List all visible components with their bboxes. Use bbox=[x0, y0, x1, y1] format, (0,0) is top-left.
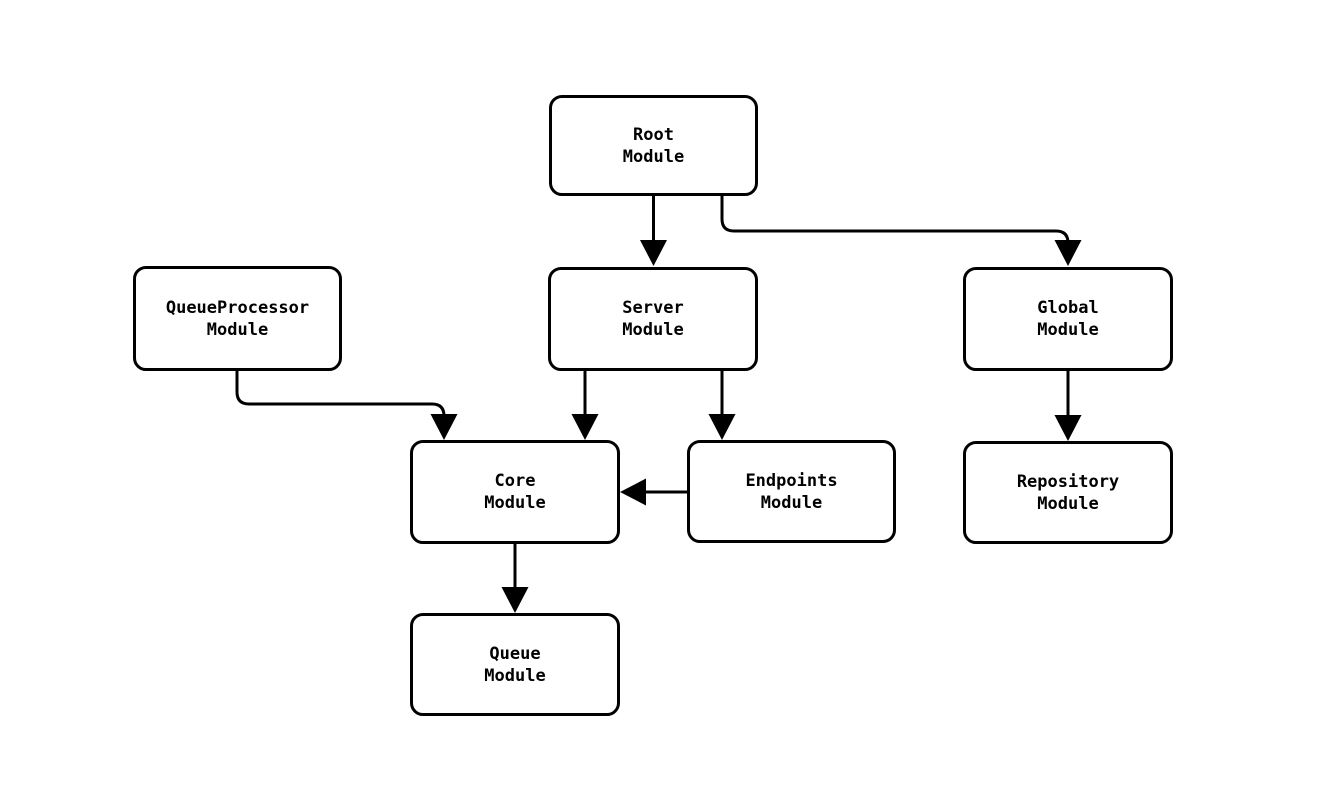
edge-server-to-core bbox=[571, 371, 599, 440]
node-root-module[interactable]: Root Module bbox=[549, 95, 758, 196]
node-core-module-line1: Core bbox=[494, 471, 536, 491]
node-server-module-line2: Module bbox=[622, 320, 684, 340]
edge-root-to-server bbox=[640, 196, 667, 266]
node-root-module-line2: Module bbox=[622, 146, 685, 167]
edge-core-to-queue bbox=[501, 544, 529, 613]
node-global-module[interactable]: Global Module bbox=[963, 267, 1173, 371]
node-endpoints-module[interactable]: Endpoints Module bbox=[687, 440, 896, 543]
edge-queueprocessor-to-core bbox=[235, 371, 458, 440]
node-queue-module-line2: Module bbox=[484, 665, 546, 686]
node-core-module[interactable]: Core Module bbox=[410, 440, 620, 544]
edge-global-to-repository bbox=[1054, 371, 1082, 441]
node-queue-module[interactable]: Queue Module bbox=[410, 613, 620, 716]
node-queueprocessor-module[interactable]: QueueProcessor Module bbox=[133, 266, 342, 371]
node-repository-module-line1: Repository bbox=[1016, 471, 1120, 492]
edge-endpoints-to-core bbox=[620, 478, 687, 506]
node-repository-module-line2: Module bbox=[1037, 493, 1099, 514]
node-endpoints-module-line2: Module bbox=[760, 492, 823, 513]
node-server-module[interactable]: Server Module bbox=[548, 267, 758, 371]
node-queue-module-line1: Queue bbox=[489, 643, 541, 664]
node-global-module-line1: Global bbox=[1037, 298, 1099, 318]
node-queueprocessor-module-line1: QueueProcessor bbox=[165, 297, 310, 318]
node-global-module-line2: Module bbox=[1037, 320, 1099, 340]
node-root-module-line1: Root bbox=[633, 124, 674, 145]
edge-root-to-global bbox=[720, 196, 1082, 266]
node-queueprocessor-module-line2: Module bbox=[206, 319, 269, 340]
edge-server-to-endpoints bbox=[708, 371, 736, 440]
node-repository-module[interactable]: Repository Module bbox=[963, 441, 1173, 544]
node-endpoints-module-line1: Endpoints bbox=[745, 470, 838, 491]
node-core-module-line2: Module bbox=[484, 493, 546, 513]
node-server-module-line1: Server bbox=[622, 298, 684, 318]
